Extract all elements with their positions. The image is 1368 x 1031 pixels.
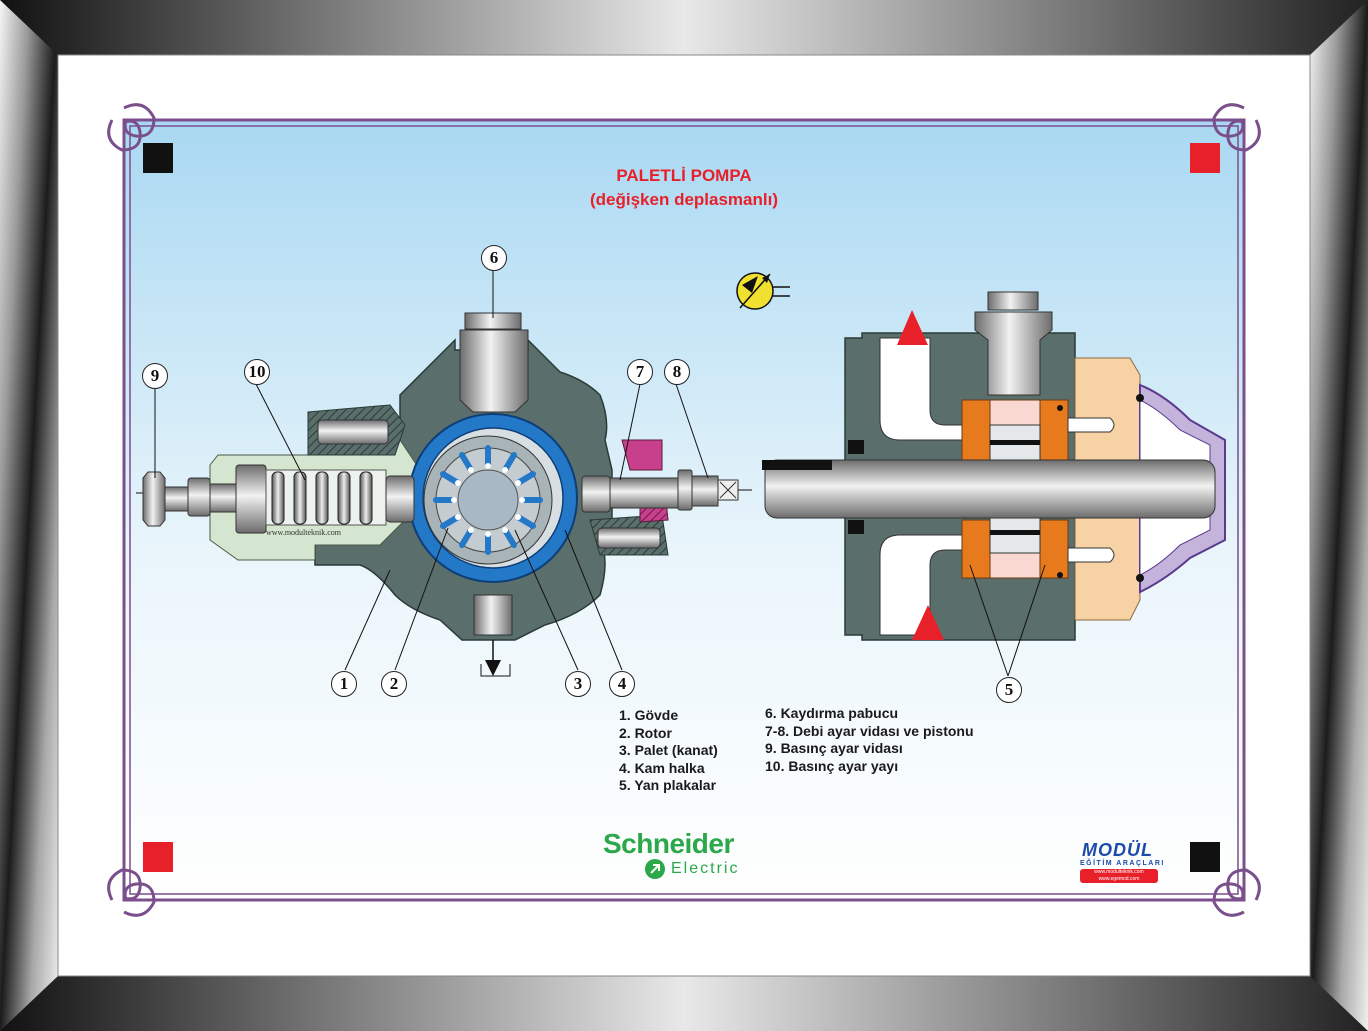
callout-4: 4	[609, 671, 635, 697]
callout-1: 1	[331, 671, 357, 697]
modul-web-1: www.modulteknik.com	[1094, 869, 1144, 875]
modul-logo: MODÜL	[1082, 840, 1153, 860]
legend-item: 5. Yan plakalar	[619, 777, 717, 793]
schneider-logo: Schneider	[603, 828, 734, 859]
modul-web-2: www.egemod.com	[1098, 875, 1140, 882]
callout-8: 8	[664, 359, 690, 385]
legend-item: 9. Basınç ayar vidası	[765, 740, 903, 756]
legend-item: 10. Basınç ayar yayı	[765, 757, 899, 774]
diagram-title: PALETLİ POMPA	[616, 166, 752, 185]
diagram-subtitle: (değişken deplasmanlı)	[590, 190, 778, 209]
legend-item: 7-8. Debi ayar vidası ve pistonu	[765, 722, 974, 739]
schneider-logo-sub: Electric	[671, 860, 740, 877]
callout-5: 5	[996, 677, 1022, 703]
schneider-mark-icon	[645, 859, 665, 879]
watermark: www.modulteknik.com	[266, 528, 342, 537]
legend-item: 2. Rotor	[619, 724, 672, 741]
callout-7: 7	[627, 359, 653, 385]
callout-10: 10	[244, 359, 270, 385]
modul-web-badge: www.modulteknik.com www.egemod.com	[1080, 869, 1158, 883]
callout-2: 2	[381, 671, 407, 697]
callout-6: 6	[481, 245, 507, 271]
callout-3: 3	[565, 671, 591, 697]
modul-logo-sub: EĞİTİM ARAÇLARI	[1080, 860, 1165, 867]
legend-item: 4. Kam halka	[619, 759, 705, 776]
legend-item: 1. Gövde	[619, 707, 679, 723]
legend-parts-1-5: 1. Gövde 2. Rotor 3. Palet (kanat) 4. Ka…	[619, 707, 718, 795]
callout-9: 9	[142, 363, 168, 389]
legend-parts-6-10: 6. Kaydırma pabucu 7-8. Debi ayar vidası…	[765, 705, 974, 775]
legend-item: 3. Palet (kanat)	[619, 742, 718, 758]
legend-item: 6. Kaydırma pabucu	[765, 705, 899, 721]
